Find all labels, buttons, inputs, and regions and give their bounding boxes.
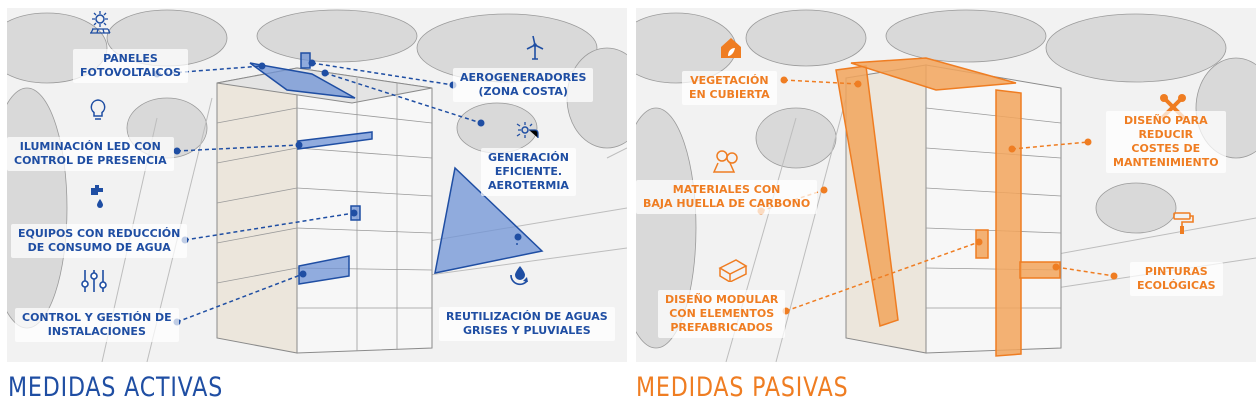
water-recycle-icon xyxy=(510,266,528,286)
faucet-icon xyxy=(91,185,103,208)
wind-turbine-icon xyxy=(526,35,544,60)
heat-pump-icon xyxy=(516,122,539,138)
paint-roller-icon xyxy=(1173,212,1194,234)
bulb-icon xyxy=(90,99,106,120)
rainwater-tank-shape xyxy=(434,166,544,274)
solar-panels-shape xyxy=(249,62,356,99)
paint-area-shape xyxy=(1019,261,1061,279)
house-leaf-icon xyxy=(721,38,741,58)
modular-core-shape xyxy=(995,89,1022,357)
sliders-icon xyxy=(81,270,107,292)
passive-building-scene xyxy=(636,9,1256,362)
modular-icon xyxy=(718,259,748,282)
modular-element-shape xyxy=(975,229,989,259)
control-unit-shape xyxy=(298,255,350,285)
materials-icon xyxy=(712,150,738,173)
wind-unit-shape xyxy=(300,52,311,69)
label-aerogeneradores: AEROGENERADORES(ZONA COSTA) xyxy=(453,68,594,102)
facade-materials-shape xyxy=(835,65,899,327)
heading-medidas-activas: MEDIDAS ACTIVAS xyxy=(8,372,224,403)
green-roof-shape xyxy=(850,57,1017,91)
sun-panel-icon xyxy=(90,11,111,34)
heading-medidas-pasivas: MEDIDAS PASIVAS xyxy=(636,372,849,403)
